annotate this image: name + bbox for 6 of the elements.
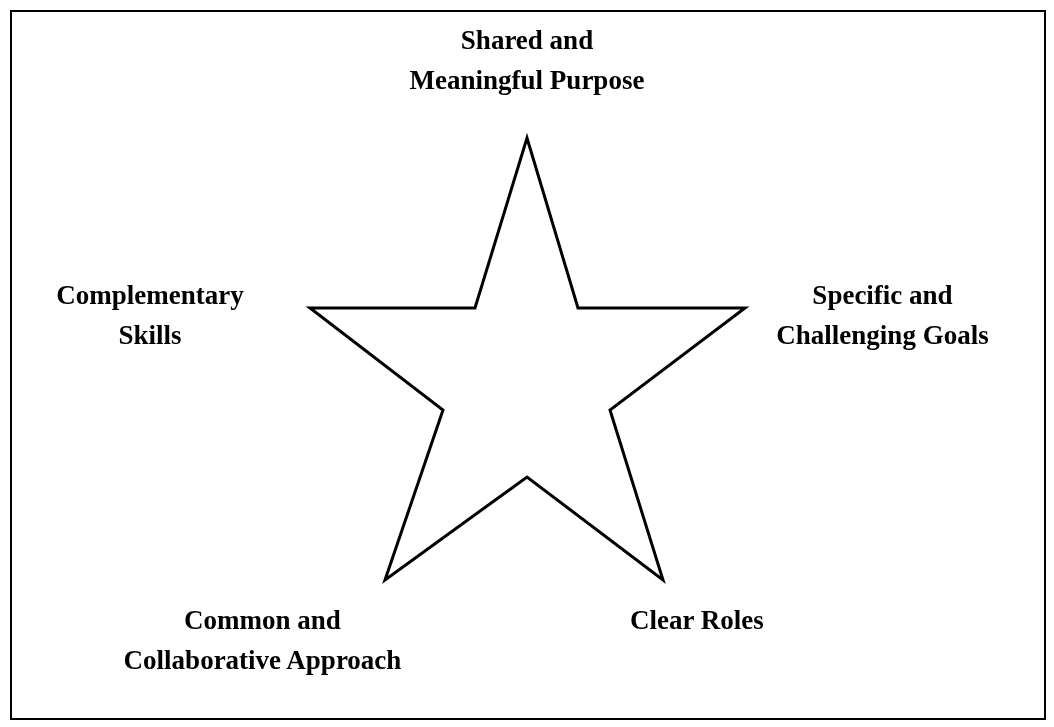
point-label: Clear Roles: [630, 604, 765, 637]
point-label: Shared and Meaningful Purpose: [408, 24, 646, 97]
point-label: Complementary Skills: [55, 279, 245, 352]
point-label: Common and Collaborative Approach: [122, 604, 403, 677]
point-label: Specific and Challenging Goals: [775, 279, 990, 352]
star-shape: [305, 132, 750, 585]
